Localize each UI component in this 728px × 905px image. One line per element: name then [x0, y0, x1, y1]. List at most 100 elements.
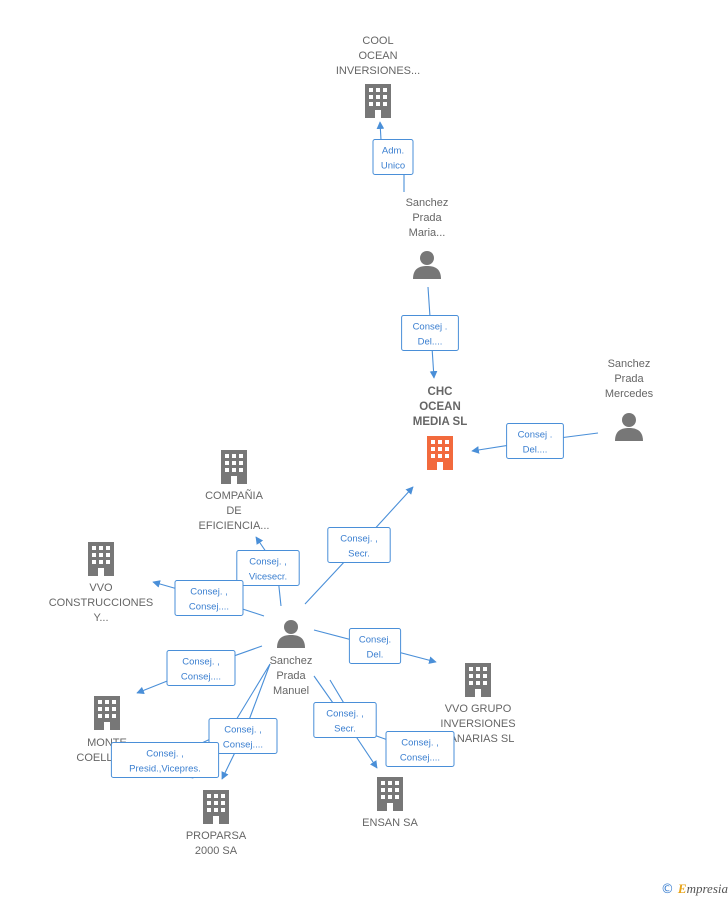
node-label: Mercedes	[605, 388, 654, 400]
person-icon	[277, 620, 305, 648]
node-label: Manuel	[273, 685, 309, 697]
role-tag[interactable]: Consej. , Consej....	[385, 731, 455, 767]
role-tag-text: Consej. ,	[182, 657, 220, 668]
node-label: Maria...	[409, 227, 446, 239]
role-tag-text: Consej. ,	[249, 557, 287, 568]
node-label: EFICIENCIA...	[199, 520, 270, 532]
role-tag-text: Consej. ,	[190, 587, 228, 598]
role-tag[interactable]: Consej. , Vicesecr.	[236, 550, 300, 586]
role-tag-box	[174, 580, 244, 616]
role-tag-text: Consej....	[189, 602, 229, 613]
role-tag-text: Consej .	[413, 322, 448, 333]
node-label: INVERSIONES	[440, 718, 515, 730]
footer-brand: ©Empresia	[661, 881, 728, 897]
building-icon	[94, 696, 120, 730]
person-icon	[615, 413, 643, 441]
building-icon	[88, 542, 114, 576]
role-tag-box	[401, 315, 459, 351]
brand-name: mpresia	[686, 881, 728, 896]
node-label: PROPARSA	[186, 830, 247, 842]
role-tag-text: Consej....	[400, 753, 440, 764]
role-tag-text: Presid.,Vicepres.	[129, 764, 201, 775]
role-tag[interactable]: Consej. , Consej....	[166, 650, 236, 686]
brand-initial: E	[677, 881, 687, 896]
node-label: INVERSIONES...	[336, 65, 420, 77]
role-tag[interactable]: Adm. Unico	[372, 139, 414, 175]
role-tag[interactable]: Consej. , Consej....	[208, 718, 278, 754]
role-tag-box	[327, 527, 391, 563]
node-cool-ocean[interactable]: COOL OCEAN INVERSIONES...	[336, 35, 420, 118]
role-tag-box	[166, 650, 236, 686]
node-label: Y...	[93, 612, 108, 624]
role-tag-box	[313, 702, 377, 738]
role-tag[interactable]: Consej. , Consej....	[174, 580, 244, 616]
node-maria[interactable]: SanchezPradaMaria...	[406, 197, 449, 279]
node-vvo-constr[interactable]: VVO CONSTRUCCIONES Y...	[49, 542, 154, 624]
role-tag-text: Secr.	[334, 724, 356, 735]
node-proparsa[interactable]: PROPARSA 2000 SA	[186, 790, 247, 857]
role-tag-box	[372, 139, 414, 175]
node-chc[interactable]: CHC OCEAN MEDIA SL	[413, 386, 468, 470]
node-label: Sanchez	[608, 358, 651, 370]
building-icon	[221, 450, 247, 484]
node-label: MEDIA SL	[413, 416, 468, 428]
node-label: Prada	[276, 670, 306, 682]
role-tag-text: Consej....	[181, 672, 221, 683]
node-label: VVO GRUPO	[445, 703, 512, 715]
node-compania[interactable]: COMPAÑIA DE EFICIENCIA...	[199, 450, 270, 532]
role-tag-box	[506, 423, 564, 459]
role-tag[interactable]: Consej. Del.	[348, 628, 402, 664]
role-tag-box	[348, 628, 402, 664]
role-tag-text: Consej.	[359, 635, 391, 646]
node-label: CONSTRUCCIONES	[49, 597, 154, 609]
building-icon	[427, 436, 453, 470]
node-label: ENSAN SA	[362, 817, 418, 829]
role-tag-text: Vicesecr.	[249, 572, 287, 583]
role-tag-text: Unico	[381, 161, 405, 172]
node-ensan[interactable]: ENSAN SA	[362, 777, 418, 829]
role-tag-box	[236, 550, 300, 586]
node-label: CANARIAS SL	[442, 733, 515, 745]
role-tag[interactable]: Consej. , Presid.,Vicepres.	[110, 742, 220, 778]
node-label: VVO	[89, 582, 113, 594]
role-tag-text: Del.	[367, 650, 384, 661]
node-label: COMPAÑIA	[205, 489, 264, 502]
node-label: Sanchez	[270, 655, 313, 667]
role-tag-text: Adm.	[382, 146, 404, 157]
node-label: Sanchez	[406, 197, 449, 209]
role-tag[interactable]: Consej. , Secr.	[327, 527, 391, 563]
role-tag-text: Consej. ,	[326, 709, 364, 720]
node-label: CHC	[428, 386, 453, 398]
node-label: OCEAN	[358, 50, 397, 62]
node-label: Prada	[614, 373, 644, 385]
node-label: OCEAN	[419, 401, 461, 413]
role-tag-box	[110, 742, 220, 778]
role-tag-text: Consej. ,	[340, 534, 378, 545]
role-tag[interactable]: Consej .Del....	[506, 423, 564, 459]
building-icon	[365, 84, 391, 118]
node-label: Prada	[412, 212, 442, 224]
node-vvo-grupo[interactable]: VVO GRUPO INVERSIONES CANARIAS SL	[440, 663, 516, 745]
person-icon	[413, 251, 441, 279]
node-label: DE	[226, 505, 241, 517]
role-tag-box	[385, 731, 455, 767]
role-tag[interactable]: Consej. , Secr.	[313, 702, 377, 738]
building-icon	[377, 777, 403, 811]
role-tag-box	[208, 718, 278, 754]
role-tag-text: Secr.	[348, 549, 370, 560]
role-tag-text: Consej....	[223, 740, 263, 751]
role-tag-text: Consej. ,	[401, 738, 439, 749]
role-tag-text: Consej. ,	[146, 749, 184, 760]
role-tag-text: Consej. ,	[224, 725, 262, 736]
role-tag-text: Del....	[523, 445, 548, 456]
copyright-icon: ©	[660, 882, 674, 897]
role-tag[interactable]: Consej .Del....	[401, 315, 459, 351]
nodes-layer: COOLOCEANINVERSIONES...SanchezPradaMaria…	[49, 35, 654, 857]
node-label: 2000 SA	[195, 845, 238, 857]
node-label: COOL	[362, 35, 393, 47]
building-icon	[465, 663, 491, 697]
